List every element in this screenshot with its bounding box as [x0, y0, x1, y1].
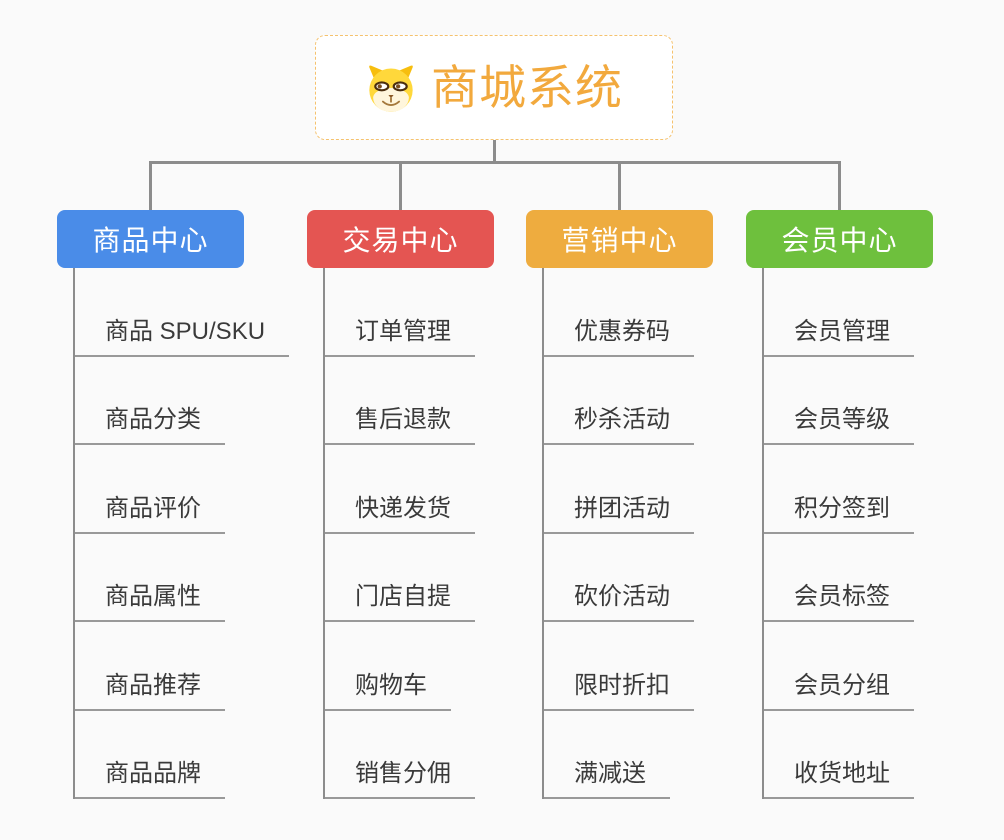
leaf-node: 会员分组	[762, 622, 1004, 711]
leaf-node: 购物车	[323, 622, 573, 711]
leaf-node: 满减送	[542, 711, 792, 799]
connector-drop-member	[838, 161, 841, 211]
leaf-label[interactable]: 秒杀活动	[542, 406, 694, 445]
leaf-label[interactable]: 会员分组	[762, 672, 914, 711]
leaf-label[interactable]: 满减送	[542, 760, 670, 799]
leaf-node: 商品评价	[73, 445, 323, 534]
branch-children-member: 会员管理 会员等级 积分签到 会员标签 会员分组 收货地址	[762, 268, 1004, 799]
leaf-label[interactable]: 积分签到	[762, 495, 914, 534]
leaf-label[interactable]: 快递发货	[323, 495, 475, 534]
leaf-node: 快递发货	[323, 445, 573, 534]
leaf-label[interactable]: 商品属性	[73, 583, 225, 622]
leaf-label[interactable]: 收货地址	[762, 760, 914, 799]
leaf-label[interactable]: 会员管理	[762, 318, 914, 357]
leaf-label[interactable]: 订单管理	[323, 318, 475, 357]
leaf-node: 门店自提	[323, 534, 573, 622]
leaf-node: 优惠券码	[542, 268, 792, 357]
leaf-label[interactable]: 拼团活动	[542, 495, 694, 534]
leaf-node: 销售分佣	[323, 711, 573, 799]
leaf-label[interactable]: 商品分类	[73, 406, 225, 445]
leaf-node: 订单管理	[323, 268, 573, 357]
leaf-label[interactable]: 限时折扣	[542, 672, 694, 711]
leaf-node: 积分签到	[762, 445, 1004, 534]
leaf-label[interactable]: 优惠券码	[542, 318, 694, 357]
trunk-line	[323, 268, 325, 799]
branch-children-marketing: 优惠券码 秒杀活动 拼团活动 砍价活动 限时折扣 满减送	[542, 268, 792, 799]
leaf-node: 会员标签	[762, 534, 1004, 622]
leaf-node: 商品分类	[73, 357, 323, 445]
leaf-label[interactable]: 会员标签	[762, 583, 914, 622]
leaf-node: 商品属性	[73, 534, 323, 622]
connector-drop-marketing	[618, 161, 621, 211]
leaf-node: 会员管理	[762, 268, 1004, 357]
trunk-line	[73, 268, 75, 799]
root-title: 商城系统	[431, 61, 623, 114]
leaf-label[interactable]: 售后退款	[323, 406, 475, 445]
branch-product-center[interactable]: 商品中心	[57, 210, 244, 268]
connector-drop-trade	[399, 161, 402, 211]
leaf-node: 砍价活动	[542, 534, 792, 622]
trunk-line	[762, 268, 764, 799]
leaf-label[interactable]: 砍价活动	[542, 583, 694, 622]
leaf-node: 秒杀活动	[542, 357, 792, 445]
leaf-label[interactable]: 商品品牌	[73, 760, 225, 799]
leaf-node: 限时折扣	[542, 622, 792, 711]
branch-trade-center[interactable]: 交易中心	[307, 210, 494, 268]
leaf-node: 会员等级	[762, 357, 1004, 445]
branch-children-trade: 订单管理 售后退款 快递发货 门店自提 购物车 销售分佣	[323, 268, 573, 799]
leaf-node: 商品品牌	[73, 711, 323, 799]
leaf-label[interactable]: 商品 SPU/SKU	[73, 318, 290, 357]
leaf-node: 拼团活动	[542, 445, 792, 534]
leaf-label[interactable]: 商品评价	[73, 495, 225, 534]
branch-children-product: 商品 SPU/SKU 商品分类 商品评价 商品属性 商品推荐 商品品牌	[73, 268, 323, 799]
connector-root-drop	[493, 139, 496, 164]
leaf-label[interactable]: 门店自提	[323, 583, 475, 622]
connector-drop-product	[149, 161, 152, 211]
leaf-node: 商品 SPU/SKU	[73, 268, 323, 357]
leaf-node: 收货地址	[762, 711, 1004, 799]
leaf-label[interactable]: 会员等级	[762, 406, 914, 445]
root-node[interactable]: 商城系统	[315, 35, 673, 140]
doge-icon	[365, 62, 417, 114]
branch-member-center[interactable]: 会员中心	[746, 210, 933, 268]
leaf-label[interactable]: 商品推荐	[73, 672, 225, 711]
connector-horizontal	[149, 161, 841, 164]
branch-marketing-center[interactable]: 营销中心	[526, 210, 713, 268]
leaf-node: 商品推荐	[73, 622, 323, 711]
leaf-label[interactable]: 购物车	[323, 672, 451, 711]
trunk-line	[542, 268, 544, 799]
leaf-node: 售后退款	[323, 357, 573, 445]
leaf-label[interactable]: 销售分佣	[323, 760, 475, 799]
